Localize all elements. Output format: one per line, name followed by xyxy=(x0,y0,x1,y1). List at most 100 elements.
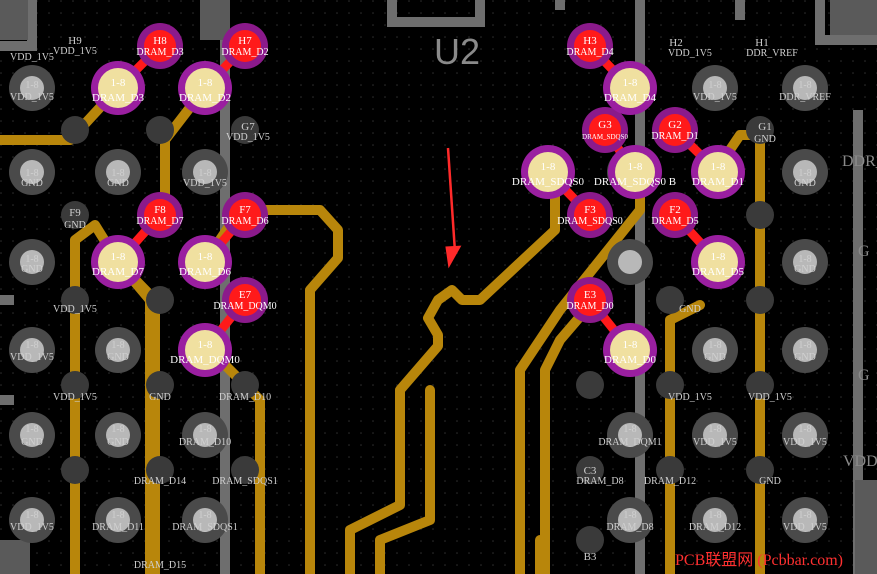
active-pad[interactable] xyxy=(229,30,261,62)
active-pad[interactable] xyxy=(574,199,606,231)
inactive-pad xyxy=(656,371,684,399)
active-pad[interactable] xyxy=(589,114,621,146)
via-layer: 1-8 xyxy=(111,251,126,263)
inactive-via-drill xyxy=(703,76,727,100)
edge-label-ddr: DDR_ xyxy=(842,153,877,170)
inactive-pad-id: B3 xyxy=(584,551,597,563)
via-layer: 1-8 xyxy=(111,77,126,89)
active-pad[interactable] xyxy=(659,199,691,231)
active-via-drill[interactable] xyxy=(185,330,225,370)
inactive-label: GND xyxy=(107,352,129,363)
active-pad[interactable] xyxy=(574,30,606,62)
pad-id: H8 xyxy=(153,35,167,47)
active-vias[interactable]: 1-8DRAM_D31-8DRAM_D21-8DRAM_D41-8DRAM_SD… xyxy=(91,61,745,377)
active-pad[interactable] xyxy=(574,284,606,316)
inactive-layer-label: 1-8 xyxy=(798,340,811,351)
inactive-label: GND xyxy=(754,134,776,145)
via-layer: 1-8 xyxy=(198,77,213,89)
active-pad[interactable] xyxy=(229,284,261,316)
active-via-drill[interactable] xyxy=(98,68,138,108)
inactive-layer-label: 1-8 xyxy=(798,80,811,91)
pad-id: F3 xyxy=(584,204,596,216)
inactive-via-drill xyxy=(703,508,727,532)
via-layer: 1-8 xyxy=(711,161,726,173)
inactive-via-drill xyxy=(20,508,44,532)
inactive-label: GND xyxy=(149,392,171,403)
active-via-drill[interactable] xyxy=(528,152,568,192)
inactive-pad xyxy=(656,456,684,484)
active-via-drill[interactable] xyxy=(615,152,655,192)
pad-id: H7 xyxy=(238,35,252,47)
inactive-label: GND xyxy=(794,352,816,363)
active-via-drill[interactable] xyxy=(185,68,225,108)
active-via-drill[interactable] xyxy=(185,242,225,282)
via-net: DRAM_D2 xyxy=(179,92,231,104)
inactive-label: VDD_1V5 xyxy=(693,437,737,448)
via-net: DRAM_D6 xyxy=(179,266,231,278)
active-pads[interactable]: H8DRAM_D3H7DRAM_D2H3DRAM_D4G3DRAM_SDQS0G… xyxy=(136,23,699,323)
pad-net: DRAM_D7 xyxy=(136,216,183,227)
inactive-via-drill xyxy=(20,423,44,447)
via-net: DRAM_D5 xyxy=(692,266,744,278)
inactive-via-drill xyxy=(106,508,130,532)
active-via-drill[interactable] xyxy=(610,330,650,370)
inactive-pad xyxy=(656,286,684,314)
inactive-label: VDD_1V5 xyxy=(783,522,827,533)
via-net: DRAM_SDQS0 xyxy=(512,176,585,188)
active-pad[interactable] xyxy=(144,30,176,62)
inactive-label: VDD_1V5 xyxy=(10,92,54,103)
inactive-label: VDD_1V5 xyxy=(783,437,827,448)
active-via-drill[interactable] xyxy=(98,242,138,282)
pad-net: DRAM_DQM0 xyxy=(213,301,276,312)
inactive-layer-label: 1-8 xyxy=(623,510,636,521)
inactive-layer-label: 1-8 xyxy=(708,340,721,351)
inactive-label: VDD_1V5 xyxy=(10,352,54,363)
active-via-drill[interactable] xyxy=(610,68,650,108)
via-layer: 1-8 xyxy=(198,339,213,351)
inactive-label: DDR_VREF xyxy=(779,92,831,103)
via-layer: 1-8 xyxy=(623,339,638,351)
inactive-label: VDD_1V5 xyxy=(693,92,737,103)
inactive-label: DRAM_SDQS1 xyxy=(212,476,278,487)
inactive-layer-label: 1-8 xyxy=(198,510,211,521)
inactive-label: GND xyxy=(704,352,726,363)
inactive-layer-label: 1-8 xyxy=(111,424,124,435)
inactive-layer-label: 1-8 xyxy=(708,424,721,435)
pad-net: DRAM_D2 xyxy=(221,47,268,58)
inactive-label: GND xyxy=(21,437,43,448)
inactive-label: GND xyxy=(107,178,129,189)
inactive-pad-id: H2 xyxy=(669,37,682,49)
active-pad[interactable] xyxy=(659,114,691,146)
edge-label-g1: G xyxy=(858,243,870,260)
inactive-label: DRAM_D11 xyxy=(92,522,144,533)
inactive-label: GND xyxy=(21,264,43,275)
inactive-layer-label: 1-8 xyxy=(25,80,38,91)
inactive-via-drill xyxy=(703,338,727,362)
active-pad[interactable] xyxy=(229,199,261,231)
inactive-pad xyxy=(746,201,774,229)
inactive-label: GND xyxy=(759,476,781,487)
inactive-label: VDD_1V5 xyxy=(53,46,97,57)
pad-net: DRAM_D3 xyxy=(136,47,183,58)
inactive-via-drill xyxy=(793,160,817,184)
active-via-drill[interactable] xyxy=(698,152,738,192)
inactive-label: GND xyxy=(21,178,43,189)
inactive-label: GND xyxy=(107,437,129,448)
inactive-pad xyxy=(146,371,174,399)
inactive-via-drill xyxy=(20,160,44,184)
inactive-label: DDR_VREF xyxy=(746,48,798,59)
active-via-drill[interactable] xyxy=(698,242,738,282)
inactive-label: VDD_1V5 xyxy=(10,522,54,533)
edge-label-g2: G xyxy=(858,367,870,384)
inactive-label: VDD_1V5 xyxy=(668,392,712,403)
inactive-layer-label: 1-8 xyxy=(708,510,721,521)
inactive-layer-label: 1-8 xyxy=(198,424,211,435)
active-pad[interactable] xyxy=(144,199,176,231)
pad-net: DRAM_D6 xyxy=(221,216,268,227)
inactive-pad xyxy=(576,371,604,399)
pad-id: G3 xyxy=(598,119,612,131)
inactive-pad xyxy=(61,371,89,399)
